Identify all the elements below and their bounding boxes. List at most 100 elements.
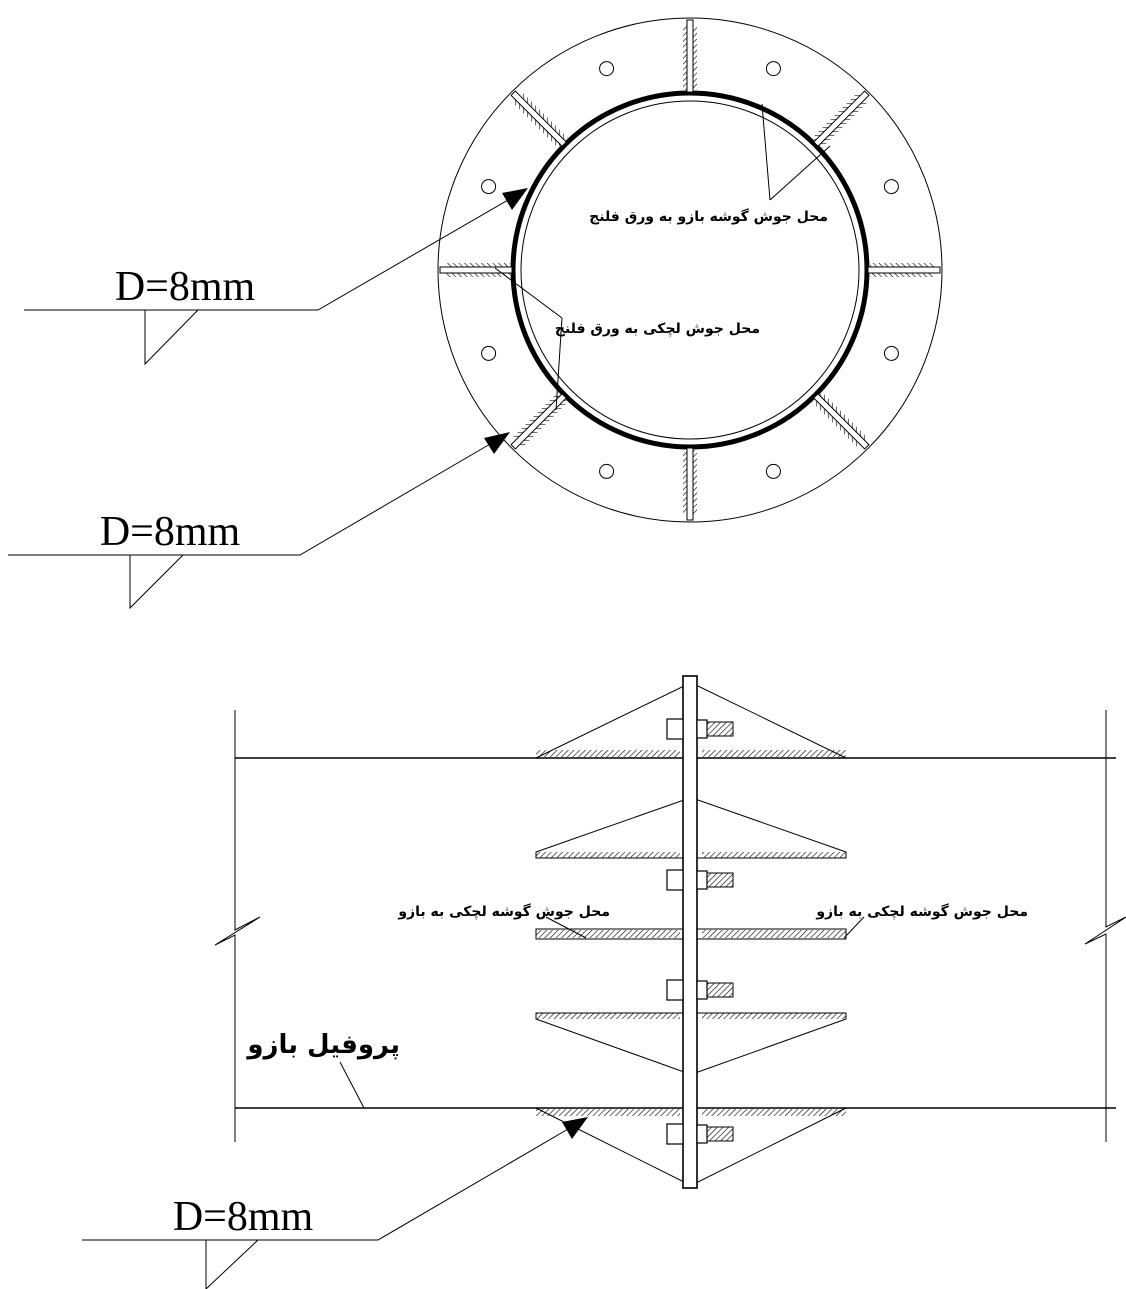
gusset-weld-hatch xyxy=(519,399,568,448)
gusset-rib xyxy=(510,90,567,147)
gusset-rib xyxy=(813,393,870,450)
label-weld-right: محل جوش گوشه لچکی به بازو xyxy=(815,903,1028,920)
label-gusset-weld-to-flange: محل جوش گوشه بازو به ورق فلنج xyxy=(589,208,828,225)
weld-hatch xyxy=(536,1013,680,1019)
bolt-hole xyxy=(883,345,899,361)
flange-plate-outline xyxy=(437,17,943,523)
weld-hatch xyxy=(702,852,846,858)
fillet-weld-symbol-icon xyxy=(144,309,199,366)
break-line-right xyxy=(1084,710,1126,1142)
bolt-head xyxy=(666,1123,684,1145)
weld-hatch xyxy=(536,750,680,757)
gusset-weld-hatch xyxy=(693,26,697,90)
gusset-plates xyxy=(439,19,941,521)
gusset-top-outline xyxy=(535,685,847,759)
bolt xyxy=(666,718,734,740)
gusset-rib xyxy=(813,90,870,147)
bolt-nut xyxy=(696,870,708,890)
leader-arm-profile xyxy=(339,1061,365,1109)
gusset-rib xyxy=(867,266,941,274)
gusset-plate xyxy=(867,263,941,277)
gusset-weld-hatch xyxy=(812,92,861,141)
bolt-hole xyxy=(883,179,899,195)
bolt-nut xyxy=(696,719,708,739)
bolt-head xyxy=(666,979,684,1001)
bolt-hole xyxy=(765,61,781,77)
bolt-holes xyxy=(481,61,899,479)
gusset-plate xyxy=(683,447,697,521)
gusset-plate xyxy=(510,392,568,450)
gusset-plate xyxy=(439,263,513,277)
weld-symbol-elevation: D=8mm xyxy=(82,1117,588,1289)
tube-inner-edge xyxy=(520,100,860,440)
gusset-bottom-outline xyxy=(535,1107,847,1183)
weld-size-lower: D=8mm xyxy=(100,509,241,555)
bolt-thread xyxy=(706,872,734,888)
weld-hatch xyxy=(536,930,680,938)
gusset-weld-hatch xyxy=(870,263,934,267)
bolt xyxy=(666,1123,734,1145)
gusset-plate xyxy=(683,19,697,93)
weld-size-upper: D=8mm xyxy=(115,264,256,310)
leader-weld-right xyxy=(843,916,865,939)
gusset-plate xyxy=(510,90,568,148)
gusset-rib xyxy=(686,19,694,93)
gusset-weld-hatch xyxy=(819,392,868,441)
bolt-hole xyxy=(481,179,497,195)
gusset-rib xyxy=(510,393,567,450)
gusset-weld-hatch xyxy=(446,263,510,267)
bolt xyxy=(666,869,734,891)
bolt-thread xyxy=(706,1126,734,1142)
weld-hatch xyxy=(702,930,846,938)
gusset-plate xyxy=(812,90,870,148)
leader-gusset-weld xyxy=(761,103,831,201)
gusset-rib xyxy=(686,447,694,521)
gusset-weld-hatch xyxy=(870,273,934,277)
gusset-plate xyxy=(812,392,870,450)
weld-symbol-lower: D=8mm xyxy=(8,432,510,610)
weld-hatch xyxy=(702,750,846,757)
tube-wall xyxy=(510,90,870,450)
break-line-left xyxy=(214,710,261,1142)
gusset-weld-hatch xyxy=(812,399,861,448)
arrow-head-icon xyxy=(562,1117,588,1139)
gusset-weld-hatch xyxy=(512,99,561,148)
weld-hatch xyxy=(702,1109,846,1116)
fillet-weld-symbol-icon xyxy=(205,1239,259,1289)
bolt-hole xyxy=(599,463,615,479)
flange-plate-section xyxy=(682,675,698,1189)
weld-hatch xyxy=(536,1109,680,1116)
bolt-thread xyxy=(706,982,734,998)
elevation-view: محل جوش گوشه لچکی به بازو محل جوش گوشه ل… xyxy=(82,675,1126,1289)
bolts xyxy=(666,718,734,1145)
bolt-thread xyxy=(706,721,734,737)
bolt-head xyxy=(666,718,684,740)
bolt-hole xyxy=(481,345,497,361)
weld-leader-upper xyxy=(24,195,516,311)
weld-hatch xyxy=(702,1013,846,1019)
bolt-hole xyxy=(599,61,615,77)
gusset-weld-hatch xyxy=(446,273,510,277)
bolt-head xyxy=(666,869,684,891)
weld-symbol-upper: D=8mm xyxy=(24,188,528,366)
bolt-nut xyxy=(696,1124,708,1144)
bolt-hole xyxy=(765,463,781,479)
leader-tube-weld xyxy=(494,267,563,411)
gusset-weld-hatch xyxy=(819,99,868,148)
label-arm-profile: پروفیل بازو xyxy=(245,1030,400,1060)
fillet-weld-symbol-icon xyxy=(129,554,184,610)
gusset-weld-hatch xyxy=(683,450,687,514)
leader-weld-left xyxy=(545,916,587,939)
label-weld-left: محل جوش گوشه لچکی به بازو xyxy=(397,903,610,920)
bolt-nut xyxy=(696,980,708,1000)
bolt xyxy=(666,979,734,1001)
plan-view: محل جوش گوشه بازو به ورق فلنج محل جوش لچ… xyxy=(8,17,943,610)
gusset-weld-hatch xyxy=(512,392,561,441)
weld-size-elevation: D=8mm xyxy=(173,1194,314,1240)
gusset-weld-hatch xyxy=(693,450,697,514)
weld-leader-elevation xyxy=(82,1124,576,1241)
gusset-weld-hatch xyxy=(683,26,687,90)
label-tube-weld-to-flange: محل جوش لچکی به ورق فلنج xyxy=(555,321,760,337)
arrow-head-icon xyxy=(502,188,528,210)
